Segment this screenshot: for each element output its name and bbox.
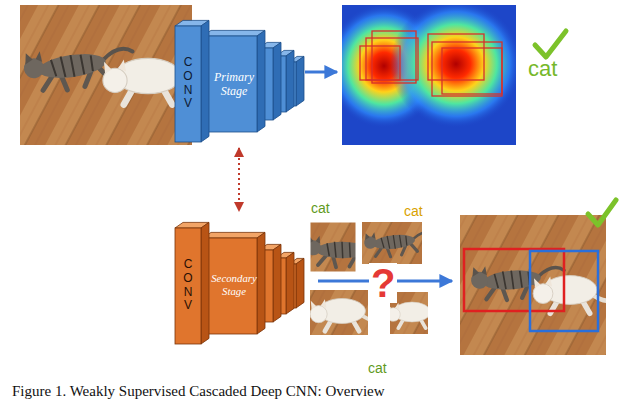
conv-stack: CONV Secondary Stage	[172, 214, 306, 350]
layer-label: CONV	[182, 258, 194, 313]
check-mark	[535, 31, 566, 57]
crop-thumbnail	[362, 222, 422, 264]
input-photo	[20, 5, 192, 145]
stage-label: Secondary Stage	[211, 272, 257, 298]
layer-slab	[203, 30, 265, 132]
question-mark: ?	[369, 263, 397, 303]
crop-thumbnail	[310, 222, 356, 272]
heat-blob	[390, 5, 516, 128]
thumbnail-border	[310, 222, 356, 272]
layer-slab	[175, 20, 209, 142]
proposal-boxes	[360, 31, 502, 96]
heatmap	[342, 5, 516, 145]
class-label: cat	[368, 361, 387, 375]
figure-caption: Figure 1. Weakly Supervised Cascaded Dee…	[12, 383, 385, 400]
class-label: cat	[528, 58, 557, 80]
output-photo	[460, 215, 606, 355]
detection-box	[530, 251, 598, 331]
class-label: cat	[404, 204, 423, 218]
detection-box	[464, 249, 564, 311]
class-label: cat	[311, 201, 330, 215]
layer-slab	[175, 222, 209, 344]
layer-label: CONV	[182, 56, 194, 111]
conv-stack: CONV Primary Stage	[172, 12, 306, 145]
flow-arrow	[305, 71, 337, 74]
crop-thumbnail	[310, 290, 368, 335]
white-cat	[533, 276, 606, 314]
cascade-link	[238, 148, 240, 211]
check-mark	[588, 200, 616, 225]
layer-slab	[203, 232, 265, 334]
stage-label: Primary Stage	[211, 70, 257, 99]
